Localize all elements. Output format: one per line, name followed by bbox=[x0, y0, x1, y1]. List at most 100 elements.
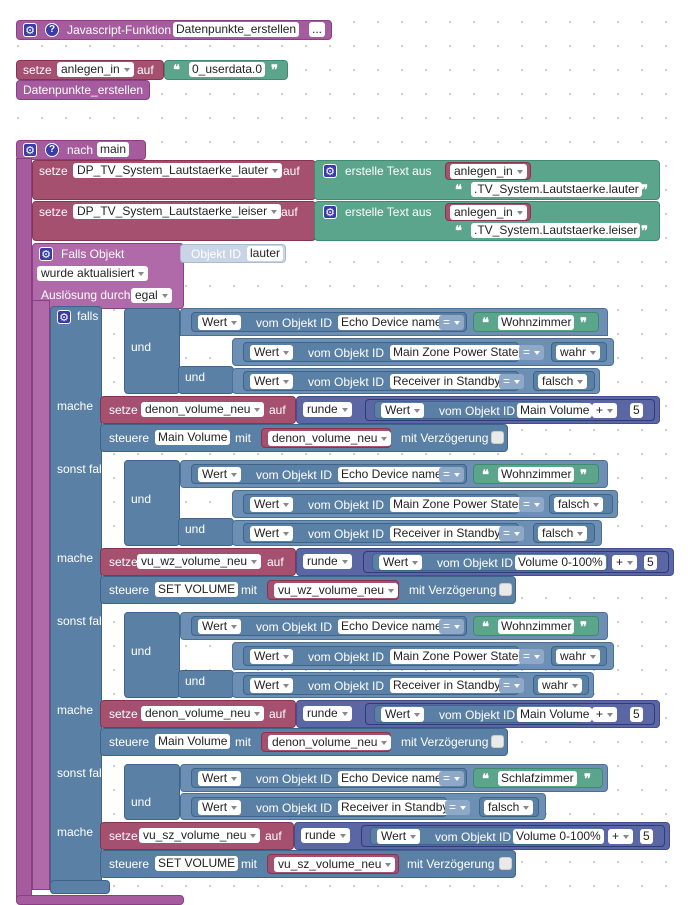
variable-dropdown[interactable]: anlegen_in bbox=[57, 62, 134, 77]
boolean-block[interactable]: wahr bbox=[551, 342, 607, 362]
variable-dropdown[interactable]: denon_volume_neu bbox=[141, 402, 265, 417]
variable-dropdown[interactable]: denon_volume_neu bbox=[268, 735, 392, 750]
variable-getter[interactable]: anlegen_in bbox=[445, 203, 531, 221]
variable-dropdown[interactable]: vu_sz_volume_neu bbox=[139, 828, 261, 843]
operator-dropdown[interactable]: = bbox=[519, 345, 545, 360]
control-block[interactable]: steuere Main Volume mit denon_volume_neu… bbox=[100, 728, 508, 756]
value-dropdown[interactable]: Wert bbox=[198, 315, 242, 330]
gear-icon[interactable]: ⚙ bbox=[323, 205, 337, 219]
value-dropdown[interactable]: Wert bbox=[250, 649, 294, 664]
boolean-block[interactable]: falsch bbox=[479, 797, 539, 817]
value-block[interactable]: Wert vom Objekt ID Main Volume bbox=[374, 401, 593, 419]
round-dropdown[interactable]: runde bbox=[303, 402, 352, 417]
round-block[interactable]: runde Wert vom Objekt ID Volume 0-100% +… bbox=[296, 548, 674, 576]
operator-dropdown[interactable]: = bbox=[445, 800, 471, 815]
compare-block[interactable]: Wert vom Objekt ID Main Zone Power State… bbox=[232, 490, 618, 518]
and-block[interactable]: und bbox=[178, 518, 234, 546]
value-block[interactable]: Wert vom Objekt ID Main Zone Power State bbox=[243, 494, 522, 514]
trigger-block[interactable]: ⚙ Falls Objekt wurde aktualisiert Auslös… bbox=[32, 243, 184, 309]
text-value-field[interactable]: Wohnzimmer bbox=[498, 467, 575, 482]
number-field[interactable]: 5 bbox=[630, 707, 643, 722]
control-block[interactable]: steuere SET VOLUME mit vu_sz_volume_neu … bbox=[100, 850, 516, 878]
text-value-field[interactable]: .TV_System.Lautstaerke.leiser bbox=[471, 223, 641, 238]
arithmetic-block[interactable]: Wert vom Objekt ID Volume 0-100% + 5 bbox=[361, 825, 665, 847]
set-variable-block[interactable]: setze vu_sz_volume_neu auf bbox=[100, 822, 294, 850]
value-dropdown[interactable]: Wert bbox=[250, 678, 294, 693]
variable-dropdown[interactable]: vu_wz_volume_neu bbox=[137, 554, 262, 569]
operator-dropdown[interactable]: = bbox=[499, 374, 525, 389]
variable-getter[interactable]: denon_volume_neu bbox=[261, 732, 392, 752]
value-dropdown[interactable]: Wert bbox=[198, 771, 242, 786]
value-block[interactable]: Wert vom Objekt ID Echo Device name bbox=[191, 768, 467, 788]
compare-block[interactable]: Wert vom Objekt ID Echo Device name = ❝ … bbox=[180, 612, 608, 640]
variable-dropdown[interactable]: vu_sz_volume_neu bbox=[274, 857, 396, 872]
help-icon[interactable]: ? bbox=[45, 23, 59, 37]
value-block[interactable]: Wert vom Objekt ID Main Zone Power State bbox=[243, 646, 522, 666]
operator-dropdown[interactable]: = bbox=[439, 771, 465, 786]
text-value-field[interactable]: .TV_System.Lautstaerke.lauter bbox=[471, 182, 642, 197]
and-block[interactable]: und bbox=[124, 308, 180, 394]
boolean-dropdown[interactable]: wahr bbox=[556, 345, 601, 360]
text-block[interactable]: ❝ 0_userdata.0 ❞ bbox=[164, 60, 288, 80]
text-value-field[interactable]: Wohnzimmer bbox=[498, 619, 575, 634]
boolean-dropdown[interactable]: falsch bbox=[538, 374, 588, 389]
text-value-field[interactable]: Schlafzimmer bbox=[498, 771, 577, 786]
round-block[interactable]: runde Wert vom Objekt ID Main Volume + 5 bbox=[296, 396, 660, 424]
number-field[interactable]: 5 bbox=[644, 555, 657, 570]
object-id-field[interactable]: Main Volume bbox=[155, 430, 231, 445]
set-variable-block[interactable]: setze denon_volume_neu auf bbox=[100, 700, 296, 728]
variable-dropdown[interactable]: DP_TV_System_Lautstaerke_lauter bbox=[73, 163, 283, 178]
variable-dropdown[interactable]: anlegen_in bbox=[450, 164, 527, 179]
boolean-block[interactable]: falsch bbox=[549, 494, 613, 514]
value-dropdown[interactable]: Wert bbox=[198, 467, 242, 482]
compare-block[interactable]: Wert vom Objekt ID Receiver in Standby =… bbox=[232, 520, 602, 546]
value-dropdown[interactable]: Wert bbox=[198, 800, 242, 815]
value-dropdown[interactable]: Wert bbox=[381, 403, 425, 418]
variable-dropdown[interactable]: vu_wz_volume_neu bbox=[274, 583, 399, 598]
round-dropdown[interactable]: runde bbox=[303, 706, 352, 721]
if-block[interactable]: ⚙ falls mache sonst falls mache sonst fa… bbox=[50, 306, 110, 894]
function-more-button[interactable]: ... bbox=[309, 22, 326, 37]
value-block[interactable]: Wert vom Objekt ID Main Zone Power State bbox=[243, 342, 522, 362]
boolean-dropdown[interactable]: wahr bbox=[538, 678, 583, 693]
boolean-dropdown[interactable]: falsch bbox=[554, 497, 604, 512]
round-dropdown[interactable]: runde bbox=[301, 828, 350, 843]
object-id-field[interactable]: Volume 0-100% bbox=[513, 829, 604, 844]
arithmetic-block[interactable]: Wert vom Objekt ID Main Volume + 5 bbox=[365, 703, 655, 725]
set-leiser-block[interactable]: setze DP_TV_System_Lautstaerke_leiser au… bbox=[32, 201, 316, 241]
value-block[interactable]: Wert vom Objekt ID Main Volume bbox=[374, 705, 593, 723]
value-dropdown[interactable]: Wert bbox=[250, 345, 294, 360]
plus-dropdown[interactable]: + bbox=[592, 707, 618, 722]
gear-icon[interactable]: ⚙ bbox=[323, 164, 337, 178]
set-lauter-block[interactable]: setze DP_TV_System_Lautstaerke_lauter au… bbox=[32, 160, 316, 200]
and-block[interactable]: und bbox=[178, 670, 234, 698]
control-block[interactable]: steuere Main Volume mit denon_volume_neu… bbox=[100, 424, 508, 452]
plus-dropdown[interactable]: + bbox=[612, 555, 638, 570]
compare-block[interactable]: Wert vom Objekt ID Echo Device name = ❝ … bbox=[180, 308, 608, 336]
operator-dropdown[interactable]: = bbox=[499, 678, 525, 693]
compare-block[interactable]: Wert vom Objekt ID Echo Device name = ❝ … bbox=[180, 460, 608, 488]
delay-checkbox[interactable] bbox=[491, 735, 504, 748]
control-block[interactable]: steuere SET VOLUME mit vu_wz_volume_neu … bbox=[100, 576, 516, 604]
object-id-field[interactable]: Main Zone Power State bbox=[390, 649, 522, 664]
variable-getter[interactable]: anlegen_in bbox=[445, 162, 531, 180]
variable-dropdown[interactable]: anlegen_in bbox=[450, 205, 527, 220]
value-block[interactable]: Wert vom Objekt ID Echo Device name bbox=[191, 616, 467, 636]
main-function-block[interactable]: ⚙ ? nach main bbox=[16, 140, 146, 160]
function-name-field[interactable]: Datenpunkte_erstellen bbox=[173, 22, 300, 37]
object-id-field[interactable]: Main Volume bbox=[155, 734, 231, 749]
ausloesung-dropdown[interactable]: egal bbox=[131, 288, 172, 303]
delay-checkbox[interactable] bbox=[499, 857, 512, 870]
text-block[interactable]: ❝ Wohnzimmer ❞ bbox=[473, 312, 599, 332]
number-field[interactable]: 5 bbox=[640, 829, 653, 844]
variable-dropdown[interactable]: denon_volume_neu bbox=[141, 706, 265, 721]
number-field[interactable]: 5 bbox=[630, 403, 643, 418]
variable-dropdown[interactable]: DP_TV_System_Lautstaerke_leiser bbox=[73, 204, 282, 219]
value-dropdown[interactable]: Wert bbox=[381, 707, 425, 722]
and-block[interactable]: und bbox=[124, 612, 180, 698]
boolean-block[interactable]: wahr bbox=[533, 675, 589, 695]
text-value-field[interactable]: Wohnzimmer bbox=[498, 315, 575, 330]
arithmetic-block[interactable]: Wert vom Objekt ID Main Volume + 5 bbox=[365, 399, 655, 421]
text-block[interactable]: ❝ Schlafzimmer ❞ bbox=[473, 768, 603, 788]
value-block[interactable]: Wert vom Objekt ID Receiver in Standby bbox=[243, 523, 519, 543]
